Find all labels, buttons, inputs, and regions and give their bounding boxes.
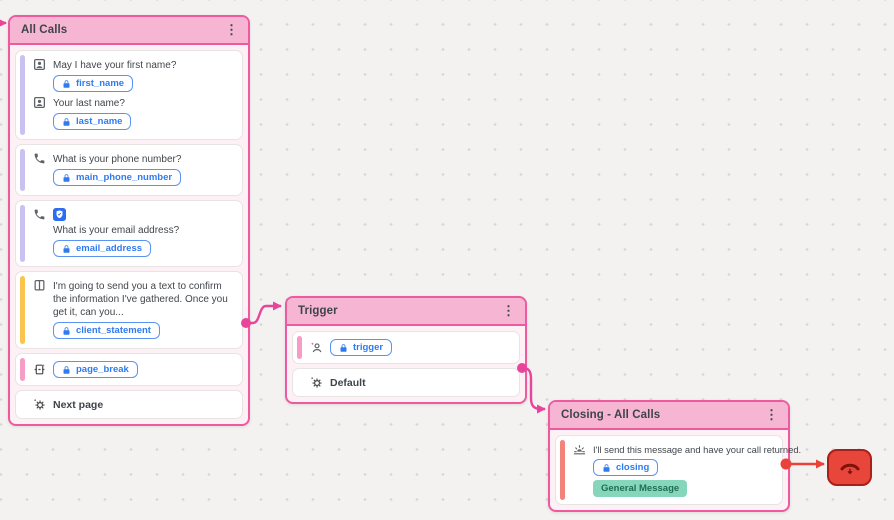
phone-settings-icon (34, 153, 45, 164)
lock-icon (63, 326, 70, 335)
lock-icon (63, 244, 70, 253)
item-name-questions[interactable]: May I have your first name? first_name Y… (15, 50, 243, 140)
trigger-person-icon (310, 342, 322, 353)
node-title-trigger: Trigger (298, 305, 338, 317)
next-page-gear-icon (34, 399, 45, 410)
node-closing-header[interactable]: Closing - All Calls ⋮ (550, 402, 788, 430)
node-title-all-calls: All Calls (21, 24, 68, 36)
accent-bar (297, 336, 302, 359)
closing-sun-icon (573, 445, 586, 455)
field-chip-first-name: first_name (53, 75, 134, 92)
chip-label: email_address (76, 243, 143, 254)
connector-port-default[interactable] (517, 363, 527, 373)
script-book-icon (34, 280, 45, 291)
chip-label: trigger (353, 342, 384, 353)
kebab-menu-icon[interactable]: ⋮ (502, 303, 515, 318)
chip-label: closing (616, 462, 650, 474)
question-text: Your last name? (53, 98, 125, 109)
node-title-closing: Closing - All Calls (561, 409, 661, 421)
accent-bar (20, 149, 25, 191)
statement-text: I'm going to send you a text to confirm … (53, 281, 228, 318)
question-text: What is your email address? (53, 225, 180, 236)
chip-label: last_name (76, 116, 123, 127)
accent-bar (20, 358, 25, 381)
question-text: May I have your first name? (53, 60, 177, 71)
contact-card-icon (33, 58, 46, 71)
node-trigger[interactable]: Trigger ⋮ trigger Default (285, 296, 527, 404)
edge-all-calls-to-trigger (246, 301, 282, 325)
accent-bar (20, 205, 25, 262)
contact-card-icon (33, 96, 46, 109)
accent-bar (20, 55, 25, 135)
node-trigger-header[interactable]: Trigger ⋮ (287, 298, 525, 326)
item-closing-message[interactable]: I'll send this message and have your cal… (555, 435, 801, 506)
field-chip-closing: closing (593, 459, 659, 477)
item-default[interactable]: Default (292, 368, 520, 397)
end-call-node[interactable] (827, 449, 872, 486)
lock-icon (63, 79, 70, 88)
field-chip-trigger: trigger (330, 339, 393, 356)
field-chip-client-statement: client_statement (53, 322, 160, 339)
field-chip-email-address: email_address (53, 240, 152, 257)
lock-icon (603, 463, 610, 472)
item-trigger[interactable]: trigger (292, 331, 520, 364)
lock-icon (340, 343, 347, 352)
next-page-label: Next page (53, 399, 104, 411)
node-closing-all-calls[interactable]: Closing - All Calls ⋮ I'll send this mes… (548, 400, 801, 513)
default-label: Default (330, 377, 366, 389)
chip-label: page_break (76, 364, 129, 375)
chip-label: main_phone_number (76, 172, 173, 183)
lock-icon (63, 365, 70, 374)
connector-port-closing[interactable] (780, 458, 792, 470)
hangup-phone-icon (839, 463, 860, 474)
item-page-break[interactable]: page_break (15, 353, 243, 386)
item-phone-question[interactable]: What is your phone number? main_phone_nu… (15, 144, 243, 196)
field-chip-page-break: page_break (53, 361, 138, 378)
item-client-statement[interactable]: I'm going to send you a text to confirm … (15, 271, 243, 349)
general-message-badge: General Message (593, 480, 688, 498)
accent-bar (20, 276, 25, 344)
chip-label: client_statement (76, 325, 151, 336)
default-gear-icon (311, 377, 322, 388)
kebab-menu-icon[interactable]: ⋮ (225, 22, 238, 37)
closing-message-text: I'll send this message and have your cal… (593, 444, 802, 455)
field-chip-main-phone-number: main_phone_number (53, 169, 182, 186)
kebab-menu-icon[interactable]: ⋮ (765, 407, 778, 422)
phone-settings-icon (34, 209, 45, 220)
item-next-page[interactable]: Next page (15, 390, 243, 419)
verified-shield-icon (53, 208, 66, 221)
item-email-question[interactable]: What is your email address? email_addres… (15, 200, 243, 267)
page-break-icon (34, 363, 45, 375)
field-chip-last-name: last_name (53, 113, 132, 130)
lock-icon (63, 173, 70, 182)
lock-icon (63, 117, 70, 126)
question-text: What is your phone number? (53, 154, 182, 165)
accent-bar (560, 440, 565, 501)
chip-label: first_name (76, 78, 125, 89)
node-all-calls[interactable]: All Calls ⋮ May I have your first name? … (8, 15, 250, 426)
connector-port-next-page[interactable] (241, 318, 251, 328)
node-all-calls-header[interactable]: All Calls ⋮ (10, 17, 248, 45)
